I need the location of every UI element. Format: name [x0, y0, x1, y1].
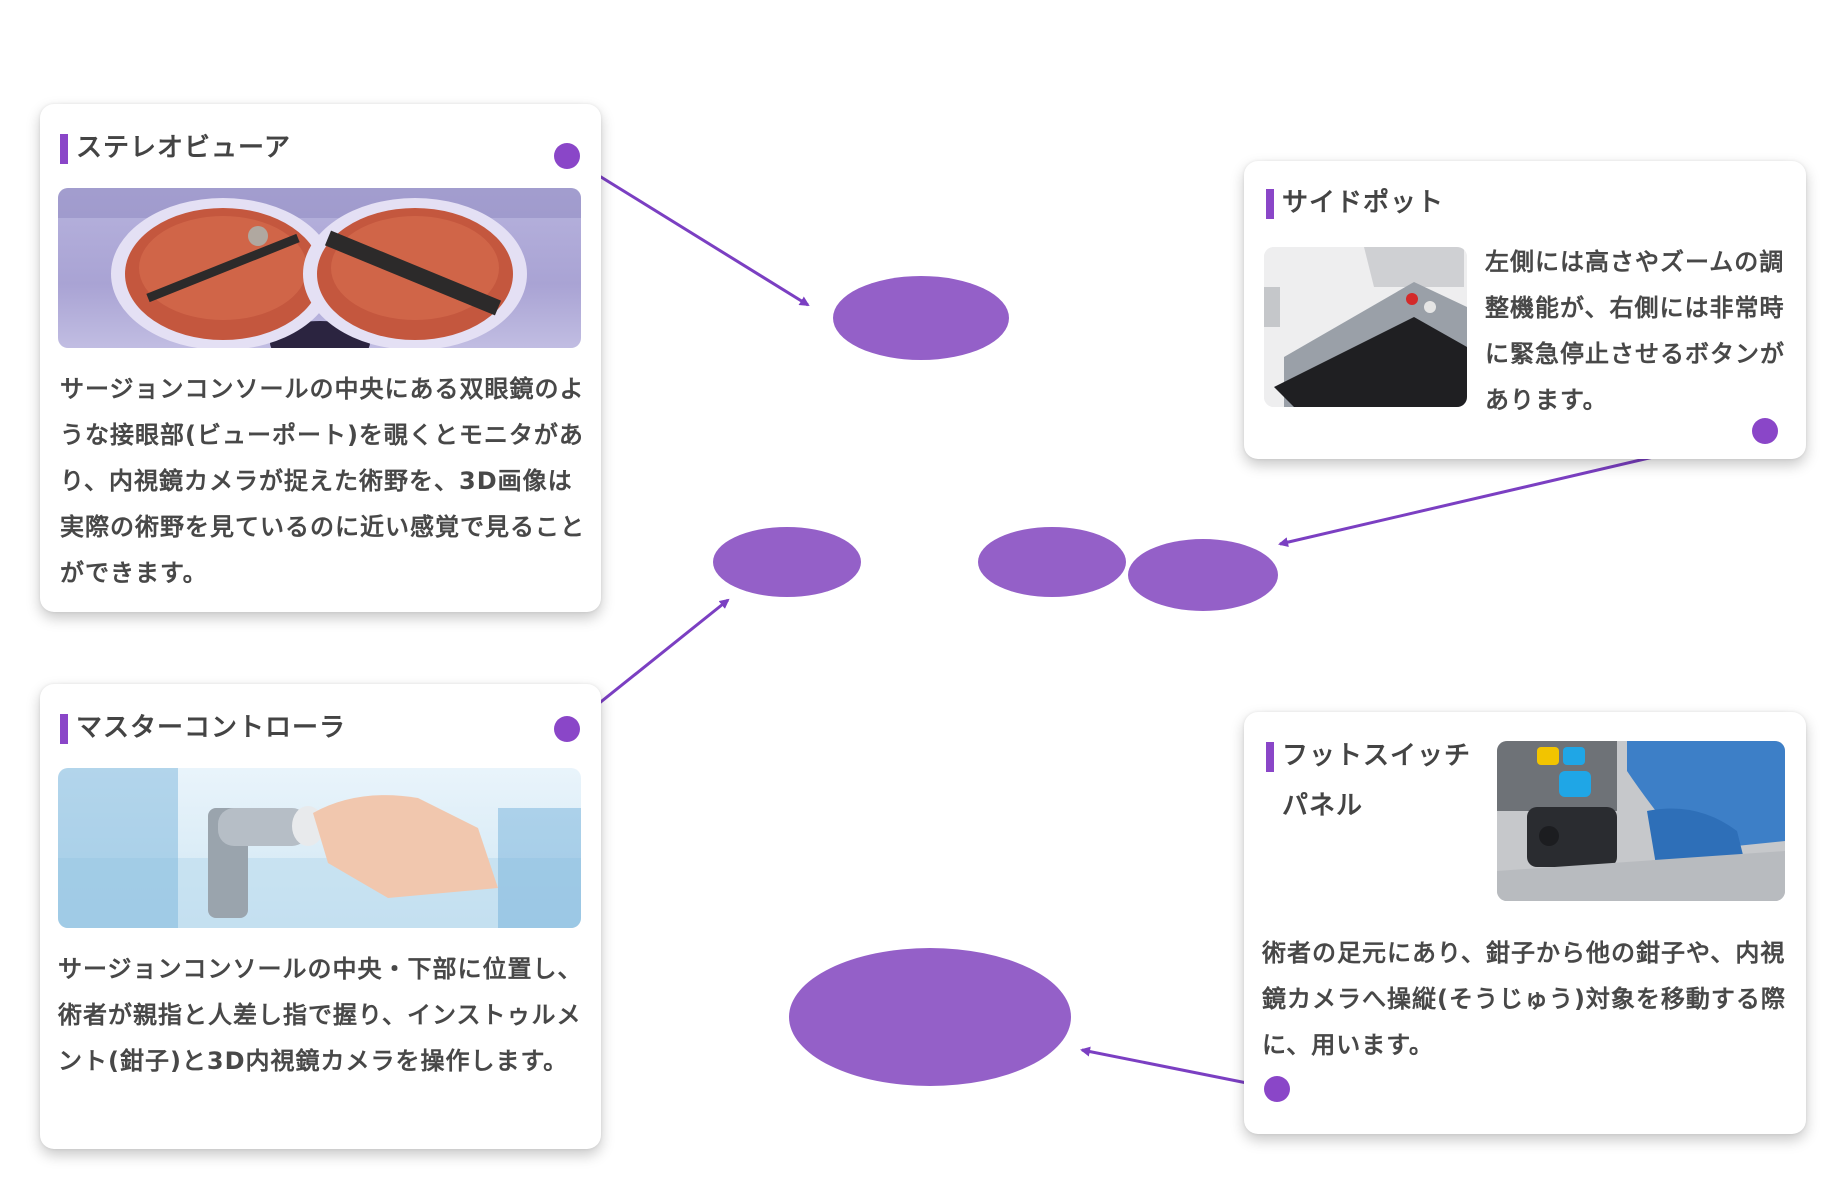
foot-switch-marker: [789, 948, 1071, 1086]
side-pod-marker-right: [1128, 539, 1278, 611]
master-controller-dot[interactable]: [554, 716, 580, 742]
foot-switch-image: [1497, 741, 1785, 901]
stereo-viewer-card: ステレオビューア サージョンコンソールの中央にある双眼鏡のような接眼部(ビューポ…: [40, 104, 601, 612]
master-controller-marker-left: [713, 527, 861, 597]
side-pod-title: サイドポット: [1266, 179, 1444, 227]
master-controller-description: サージョンコンソールの中央・下部に位置し、術者が親指と人差し指で握り、インストゥ…: [58, 955, 583, 1075]
side-pod-description: 左側には高さやズームの調整機能が、右側には非常時に緊急停止させるボタンがあります…: [1485, 248, 1785, 414]
side-pod-image: [1264, 247, 1467, 407]
stereo-viewer-marker: [833, 276, 1009, 360]
master-controller-title: マスターコントローラ: [60, 704, 346, 752]
side-pod-marker-left: [978, 527, 1126, 597]
arrow-stereo-viewer: [566, 154, 810, 307]
side-pod-card: サイドポット 左側には高さやズームの調整機能が、右側には非常時に緊急停止させるボ…: [1244, 161, 1806, 459]
foot-switch-title-line1: フットスイッチ: [1266, 732, 1471, 780]
stereo-viewer-image: [58, 188, 581, 348]
foot-switch-description: 術者の足元にあり、鉗子から他の鉗子や、内視鏡カメラへ操縦(そうじゅう)対象を移動…: [1262, 939, 1786, 1059]
foot-switch-title-line2: パネル: [1282, 791, 1364, 821]
foot-switch-dot[interactable]: [1264, 1076, 1290, 1102]
stereo-viewer-title: ステレオビューア: [60, 124, 291, 172]
master-controller-image: [58, 768, 581, 928]
stereo-viewer-dot[interactable]: [554, 143, 580, 169]
master-controller-card: マスターコントローラ サージョンコンソールの中央・下部に位置し、術者が親指と人差…: [40, 684, 601, 1149]
foot-switch-card: フットスイッチ パネル 術者の足元にあり、鉗子から他の鉗子や、内視鏡カメラへ操縦…: [1244, 712, 1806, 1134]
stereo-viewer-description: サージョンコンソールの中央にある双眼鏡のような接眼部(ビューポート)を覗くとモニ…: [60, 375, 585, 587]
side-pod-dot[interactable]: [1752, 418, 1778, 444]
